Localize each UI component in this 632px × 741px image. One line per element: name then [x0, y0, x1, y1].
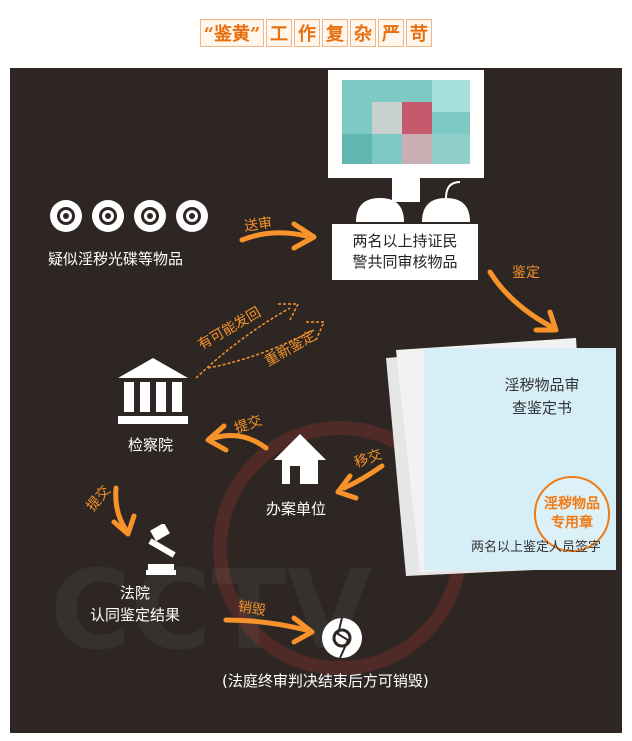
transfer-arrow — [341, 463, 385, 491]
disc-icon — [50, 200, 82, 232]
return-arrow-2 — [207, 329, 315, 369]
title-char: 工 — [266, 19, 292, 47]
submit-right-arrow-head — [205, 423, 229, 453]
court-label: 法院 认同鉴定结果 — [90, 582, 180, 626]
destroy-arrow-head — [291, 615, 315, 645]
title-char: “鉴黄” — [200, 19, 264, 47]
submit-right-arrow — [211, 433, 269, 451]
destroy-note: (法庭终审判决结束后方可销毁) — [222, 672, 429, 690]
flow-panel: CCTV 视网 com 两名以上持证民 警共同审核物品 疑似淫秽光碟等物品 — [10, 68, 622, 733]
stamp-line-2: 专用章 — [551, 515, 593, 531]
send-arrow-head — [291, 221, 317, 251]
cctv-watermark: CCTV — [50, 421, 467, 675]
title-char: 苛 — [406, 19, 432, 47]
return-arrow-1-head — [278, 303, 300, 321]
reviewers-box: 两名以上持证民 警共同审核物品 — [332, 224, 478, 280]
title-char: 作 — [294, 19, 320, 47]
reviewers-line-1: 两名以上持证民 — [352, 232, 458, 250]
submit-down-arrow — [113, 485, 129, 533]
certificate-title: 淫秽物品审 查鉴定书 — [450, 374, 632, 420]
procuratorate-icon — [118, 358, 188, 424]
reviewers-line-2: 警共同审核物品 — [352, 253, 458, 271]
stamp-line-1: 淫秽物品 — [544, 496, 600, 512]
flow-arrows — [111, 221, 559, 645]
procuratorate-label: 检察院 — [128, 436, 174, 454]
submit-down-arrow-head — [111, 513, 137, 537]
send-arrow — [239, 230, 309, 243]
title-char: 严 — [378, 19, 404, 47]
monitor-icon — [328, 70, 484, 222]
court-line-1: 法院 — [120, 584, 151, 602]
disc-icon — [134, 200, 166, 232]
destroy-disc-icon — [322, 617, 362, 659]
title-char: 复 — [322, 19, 348, 47]
title-char: 杂 — [350, 19, 376, 47]
certificate-sign: 两名以上鉴定人员签字 — [470, 540, 601, 555]
return-arrow-2-head — [306, 321, 326, 341]
return-arrow-1 — [195, 307, 291, 379]
destroy-arrow — [223, 617, 309, 633]
certificate-line-2: 查鉴定书 — [511, 399, 572, 417]
title-banner: “鉴黄” 工 作 复 杂 严 苛 — [0, 0, 632, 66]
court-line-2: 认同鉴定结果 — [90, 606, 181, 624]
stamp-seal: 淫秽物品 专用章 — [534, 476, 610, 552]
transfer-arrow-head — [335, 473, 359, 501]
case-unit-label: 办案单位 — [266, 500, 327, 518]
send-label: 送审 — [243, 215, 274, 235]
disc-icon — [176, 200, 208, 232]
appraise-arrow — [487, 269, 553, 329]
discs-label: 疑似淫秽光碟等物品 — [48, 250, 184, 268]
watermark-brand: CCTV — [50, 546, 372, 674]
case-unit-icon — [274, 434, 326, 484]
disc-icon — [92, 200, 124, 232]
appraise-label: 鉴定 — [512, 265, 540, 281]
certificate-line-1: 淫秽物品审 — [504, 376, 580, 394]
court-gavel-icon — [146, 524, 176, 575]
appraise-arrow-head — [533, 309, 559, 333]
